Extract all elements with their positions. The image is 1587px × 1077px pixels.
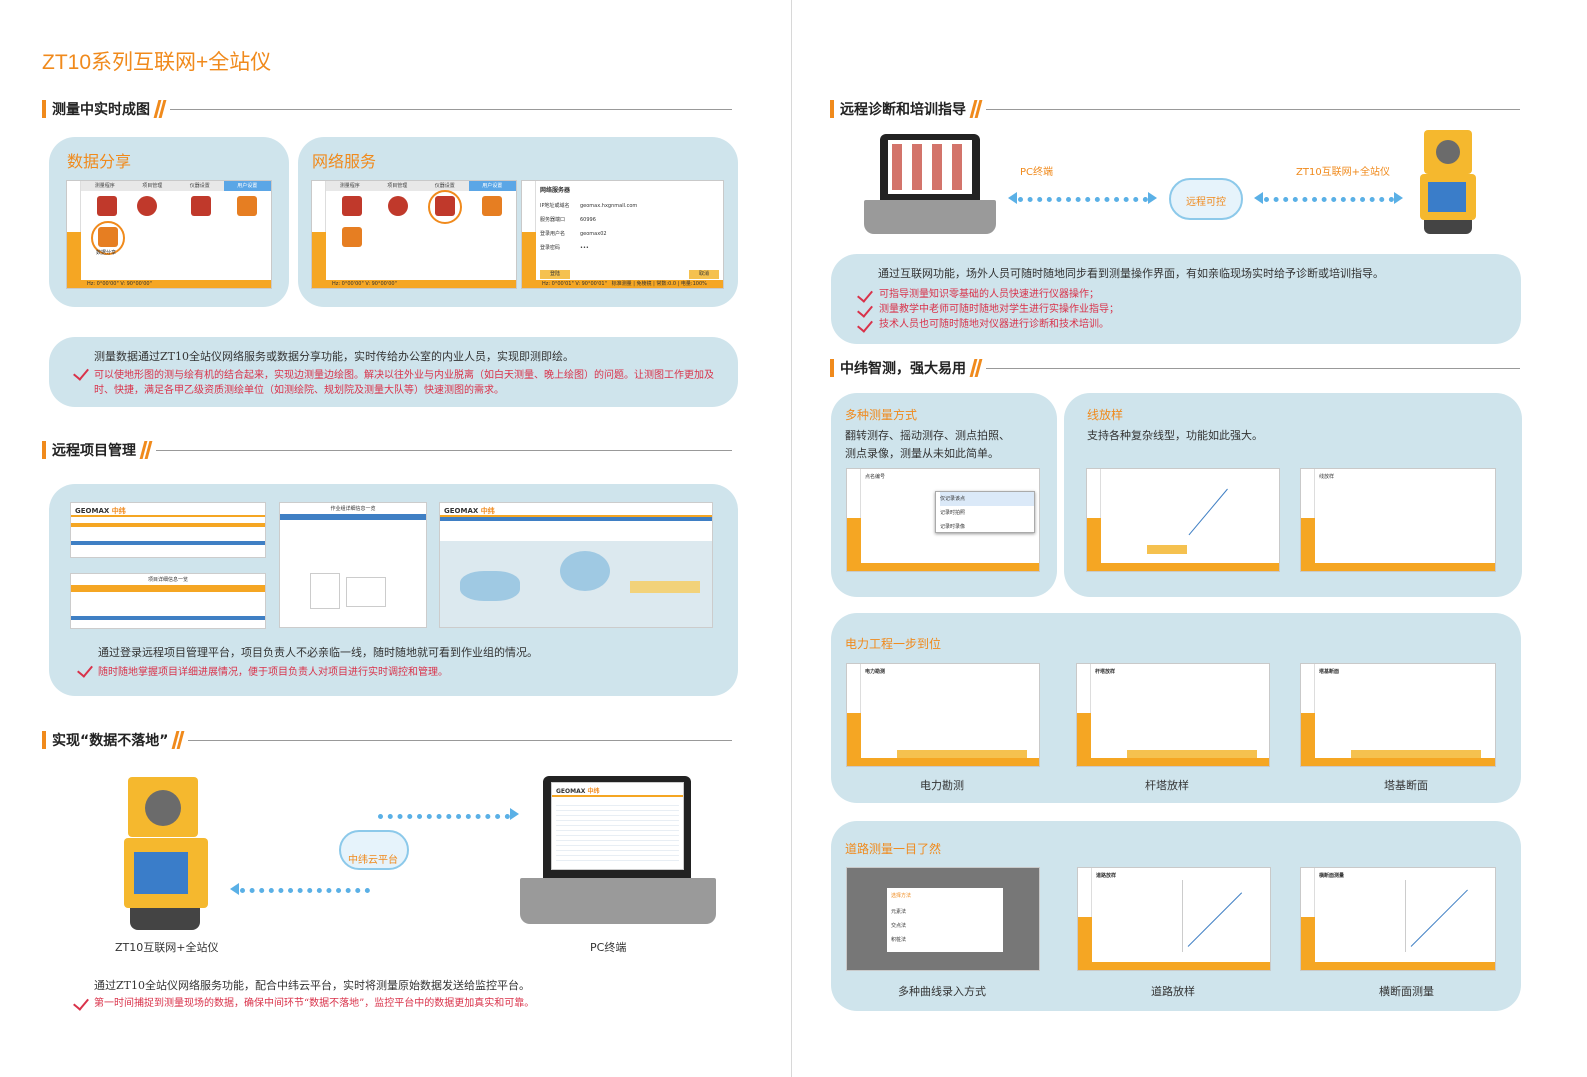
station-base	[130, 908, 200, 930]
remote-support-icon[interactable]	[482, 196, 502, 216]
data-share-icon[interactable]	[342, 227, 362, 247]
dashed-arrow-down	[240, 888, 370, 893]
cloud-label: 中纬云平台	[348, 855, 398, 866]
cloud-platform-icon	[339, 830, 409, 870]
screen-cross-section: 横断面测量	[1300, 867, 1496, 971]
network-service-icon[interactable]	[191, 196, 211, 216]
remote-bullet-3: 技术人员也可随时随地对仪器进行诊断和技术培训。	[879, 319, 1109, 330]
panel-title-multi-survey: 多种测量方式	[845, 408, 918, 422]
arrow-right-icon	[1148, 192, 1157, 204]
map-area[interactable]	[440, 541, 712, 627]
laptop-keyboard	[864, 200, 996, 234]
multi-survey-text-2: 测点录像，测量从未如此简单。	[845, 447, 999, 460]
caption-road-stakeout: 道路放样	[1151, 985, 1195, 998]
screen-power-survey: 电力勘测	[846, 663, 1040, 767]
station-screen	[134, 852, 188, 894]
web-team-detail: 作业组详细信息一览	[279, 502, 427, 628]
check-icon	[73, 994, 89, 1011]
arrow-right-icon	[510, 808, 519, 820]
station-base	[1424, 220, 1472, 234]
realtime-bullet: 可以使地形图的测与绘有机的结合起来，实现边测量边绘图。解决以往外业与内业脱离（如…	[94, 370, 714, 396]
data-bullet: 第一时间捕捉到测量现场的数据，确保中间环节“数据不落地”，监控平台中的数据更加真…	[94, 998, 535, 1009]
panel-realtime-desc	[49, 337, 738, 407]
section-heading-remote: 远程诊断和培训指导	[830, 98, 1520, 120]
form-field-password[interactable]: 登录密码•••	[540, 245, 589, 251]
screen-tower-base: 塔基断面	[1300, 663, 1496, 767]
method-dialog[interactable]: 选择方法 元素法 交点法 积桩法	[887, 888, 1003, 952]
cloud-label: 远程可控	[1186, 197, 1226, 208]
screen-road-stakeout: 道路放样	[1077, 867, 1271, 971]
section-heading-project: 远程项目管理	[42, 439, 732, 461]
arrow-right-icon	[1394, 192, 1403, 204]
arrow-left-icon	[230, 883, 239, 895]
info-icon[interactable]	[137, 196, 157, 216]
line-stakeout-text: 支持各种复杂线型，功能如此强大。	[1087, 429, 1263, 442]
caption-tower-stakeout: 杆塔放样	[1145, 779, 1189, 792]
caption-curve-input: 多种曲线录入方式	[898, 985, 986, 998]
device-caption: ZT10互联网+全站仪	[115, 941, 219, 954]
cancel-button[interactable]: 取消	[689, 270, 719, 279]
info-icon[interactable]	[388, 196, 408, 216]
panel-title-network-service: 网络服务	[312, 152, 377, 171]
multi-survey-text-1: 翻转测存、摇动测存、测点拍照、	[845, 429, 1010, 442]
telescope-lens	[145, 790, 181, 826]
section-heading-data: 实现“数据不落地”	[42, 729, 732, 751]
data-share-icon[interactable]	[98, 227, 118, 247]
laptop-display	[888, 140, 972, 194]
arrow-left-icon	[1254, 192, 1263, 204]
project-bullet: 随时随地掌握项目详细进展情况，便于项目负责人对项目进行实时调控和管理。	[98, 667, 448, 678]
section-heading-smart: 中纬智测，强大易用	[830, 357, 1520, 379]
web-project-detail: 项目详细信息一览	[70, 573, 266, 629]
pc-caption: PC终端	[590, 941, 627, 954]
screen-survey-mode: 点名编号 仅记录该点 记录时拍照 记录时录像	[846, 468, 1040, 572]
laptop-web-table: GEOMAX 中纬	[551, 782, 684, 870]
station-screen	[1428, 182, 1466, 212]
screen-line-stakeout-2: 线放样	[1300, 468, 1496, 572]
web-project-list: GEOMAX 中纬	[70, 502, 266, 558]
telescope-lens	[1436, 140, 1460, 164]
settings-icon[interactable]	[342, 196, 362, 216]
laptop-keyboard	[520, 878, 716, 924]
device-screen-network: 测量程序项目管理仪器设置用户设置 Hz: 0°00'00" V: 90°00'0…	[311, 180, 517, 289]
arrow-left-icon	[1008, 192, 1017, 204]
web-map-view: GEOMAX 中纬	[439, 502, 713, 628]
record-mode-menu[interactable]: 仅记录该点 记录时拍照 记录时录像	[935, 491, 1035, 533]
dashed-link	[1018, 197, 1148, 202]
pc-label: PC终端	[1020, 167, 1054, 178]
screen-tower-stakeout: 杆塔放样	[1076, 663, 1270, 767]
realtime-desc: 测量数据通过ZT10全站仪网络服务或数据分享功能，实时传给办公室的内业人员，实现…	[94, 350, 574, 363]
section-heading-realtime: 测量中实时成图	[42, 98, 732, 120]
settings-icon[interactable]	[97, 196, 117, 216]
dashed-arrow-up	[378, 814, 510, 819]
page-title: ZT10系列互联网+全站仪	[42, 51, 272, 74]
device-screen-data-share: 测量程序项目管理仪器设置用户设置 数据分享 Hz: 0°00'00" V: 90…	[66, 180, 272, 289]
panel-title-line-stakeout: 线放样	[1087, 408, 1124, 422]
data-desc: 通过ZT10全站仪网络服务功能，配合中纬云平台，实时将测量原始数据发送给监控平台…	[94, 979, 530, 992]
panel-title-data-share: 数据分享	[67, 152, 132, 171]
network-service-icon[interactable]	[435, 196, 455, 216]
device-label: ZT10互联网+全站仪	[1296, 167, 1391, 178]
caption-power-survey: 电力勘测	[920, 779, 964, 792]
caption-cross-section: 横断面测量	[1379, 985, 1434, 998]
panel-title-power: 电力工程一步到位	[845, 637, 942, 651]
cloud-remote-icon	[1169, 178, 1243, 220]
panel-remote-desc	[831, 254, 1521, 344]
remote-bullet-2: 测量教学中老师可随时随地对学生进行实操作业指导；	[879, 304, 1119, 315]
remote-support-icon[interactable]	[237, 196, 257, 216]
remote-desc: 通过互联网功能，场外人员可随时随地同步看到测量操作界面，有如亲临现场实时给予诊断…	[878, 267, 1384, 280]
screen-line-stakeout-1	[1086, 468, 1280, 572]
caption-tower-base: 塔基断面	[1384, 779, 1428, 792]
project-desc: 通过登录远程项目管理平台，项目负责人不必亲临一线，随时随地就可看到作业组的情况。	[98, 646, 538, 659]
page-divider	[791, 0, 792, 1077]
dashed-link	[1264, 197, 1394, 202]
panel-title-road: 道路测量一目了然	[845, 842, 942, 856]
remote-bullet-1: 可指导测量知识零基础的人员快速进行仪器操作；	[879, 289, 1099, 300]
login-button[interactable]: 登陆	[540, 270, 570, 279]
screen-curve-input: 选择方法 元素法 交点法 积桩法	[846, 867, 1040, 971]
